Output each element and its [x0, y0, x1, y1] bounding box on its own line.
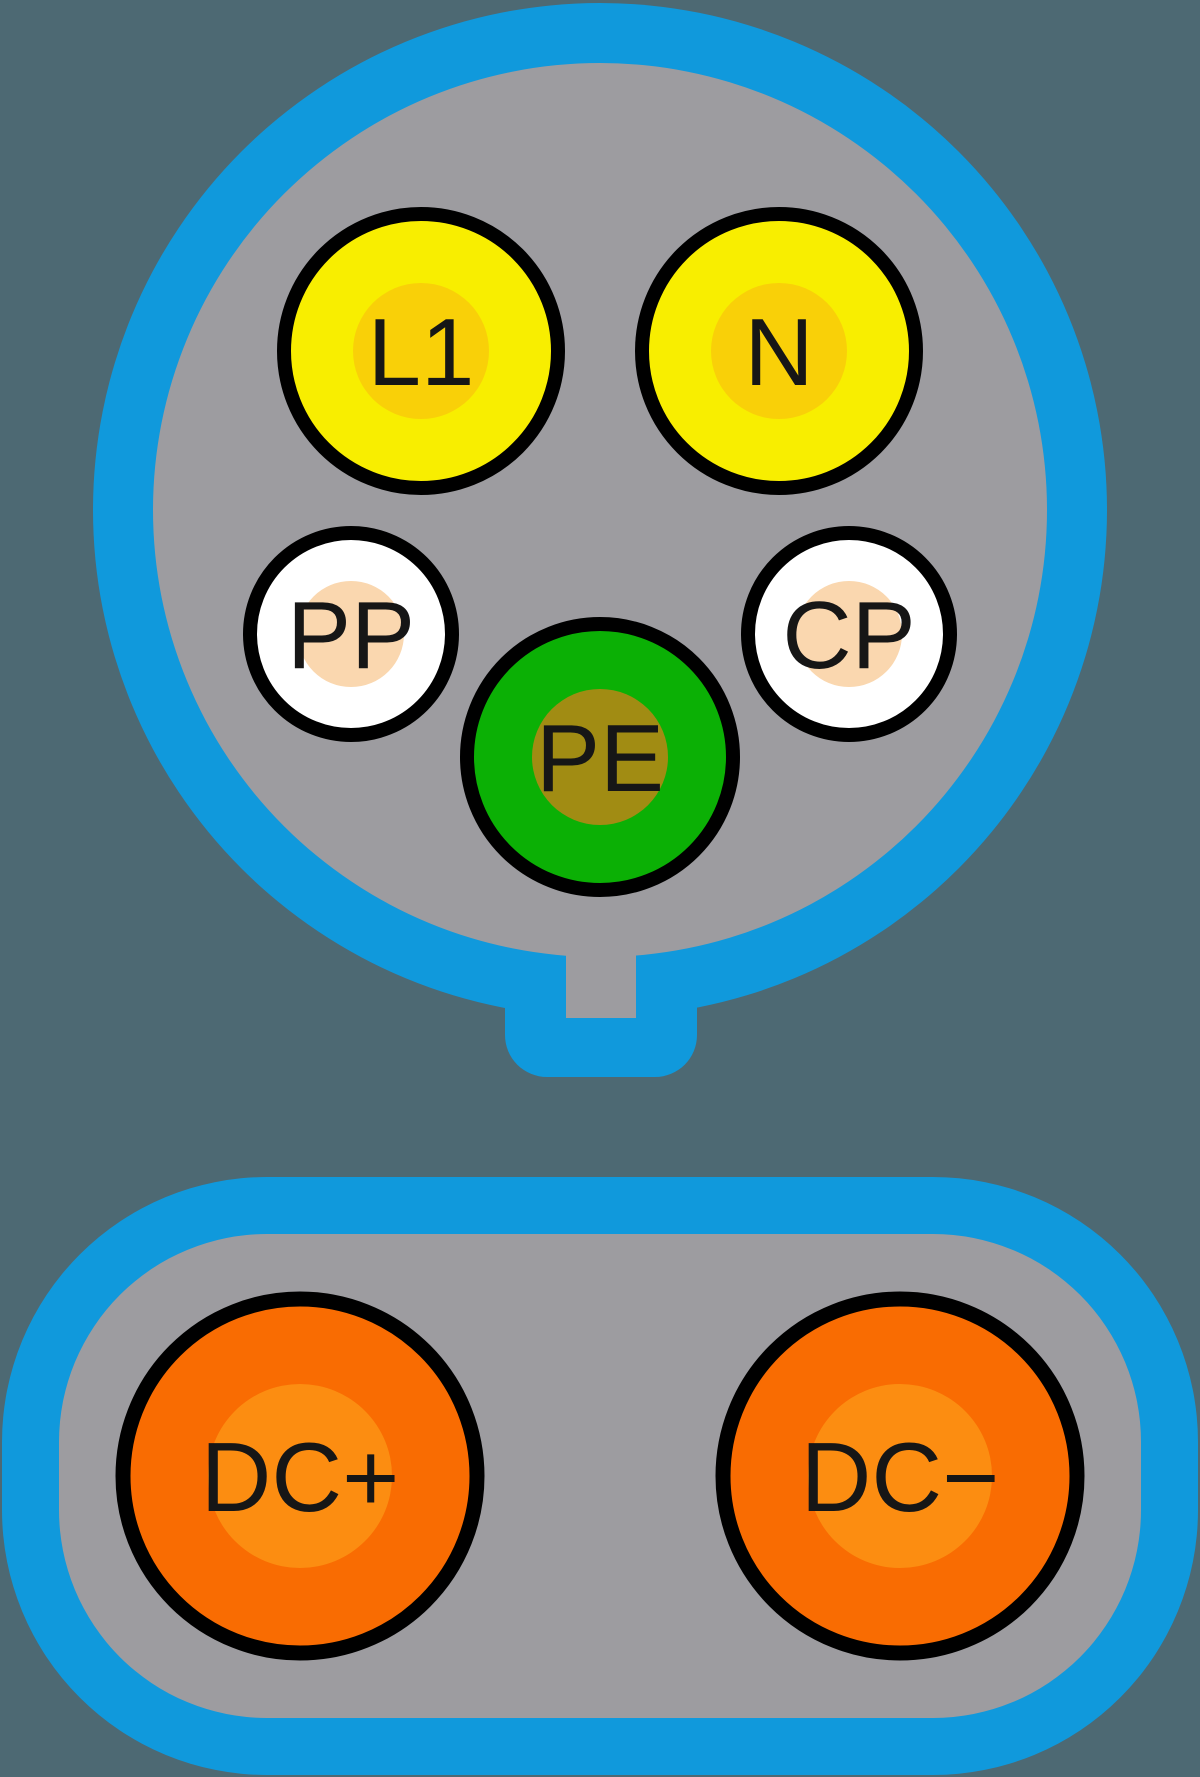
ac-pin-pe-core	[532, 689, 668, 825]
ac-pin-n-label: N	[744, 299, 813, 406]
ac-pin-cp-core	[796, 581, 902, 687]
dc-connector-face: DC+ DC−	[2, 1177, 1198, 1775]
ac-pin-pp-core	[298, 581, 404, 687]
ac-pin-pe-label: PE	[536, 705, 664, 812]
ac-pin-n-core	[711, 283, 847, 419]
dc-pin-plus: DC+	[115, 1291, 485, 1661]
dc-pin-plus-core	[208, 1384, 392, 1568]
ac-pin-pe: PE	[460, 617, 740, 897]
ac-pin-pp-label: PP	[287, 582, 415, 689]
ac-pin-l1-label: L1	[368, 299, 475, 406]
dc-pin-minus-core	[808, 1384, 992, 1568]
ac-housing-stem-body	[566, 880, 636, 1018]
ac-pin-pp: PP	[243, 526, 459, 742]
dc-pin-minus: DC−	[715, 1291, 1085, 1661]
ac-pin-cp: CP	[741, 526, 957, 742]
ac-pin-cp-label: CP	[782, 582, 915, 689]
ac-pin-l1-core	[353, 283, 489, 419]
dc-pin-plus-label: DC+	[201, 1422, 400, 1532]
ac-pin-l1: L1	[277, 207, 565, 495]
ac-pin-n: N	[635, 207, 923, 495]
dc-pin-minus-label: DC−	[801, 1422, 1000, 1532]
ac-connector-face: L1 N PP CP PE	[93, 3, 1107, 1077]
